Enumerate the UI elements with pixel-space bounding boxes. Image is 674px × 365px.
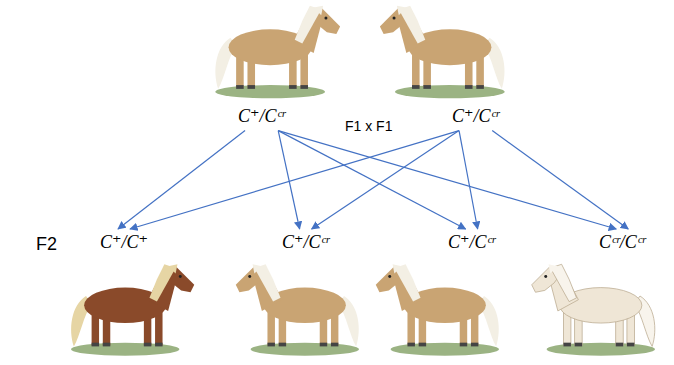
generation-label: F2 — [36, 234, 57, 256]
genotype-text: C⁺/C⁺ — [100, 232, 148, 254]
cross-arrow — [459, 131, 478, 229]
cross-arrow — [278, 131, 616, 229]
cross-arrow — [492, 131, 628, 229]
genotype-label: C⁺/C⁺ — [96, 230, 152, 256]
cremello-figure — [532, 264, 655, 355]
genotype-label: C⁺/Cᶜʳ — [278, 230, 333, 256]
genotype-text: C⁺/Cᶜʳ — [282, 232, 329, 254]
chestnut-foal — [71, 264, 194, 355]
cross-arrow — [278, 131, 465, 229]
palomino-parent — [215, 6, 340, 99]
genotype-label: C⁺/Cᶜʳ — [234, 104, 289, 130]
palomino-parent — [380, 6, 505, 99]
genotype-label: C⁺/Cᶜʳ — [448, 104, 503, 130]
cremello-foal — [532, 264, 655, 355]
genotype-label: C⁺/Cᶜʳ — [444, 230, 499, 256]
palomino-figure — [376, 264, 499, 355]
genotype-label: Cᶜʳ/Cᶜʳ — [595, 230, 649, 256]
palomino-foal — [376, 264, 499, 355]
cross-arrow — [130, 131, 459, 229]
palomino-foal — [236, 264, 359, 355]
genotype-text: C⁺/Cᶜʳ — [452, 106, 499, 128]
palomino-figure — [236, 264, 359, 355]
genotype-text: Cᶜʳ/Cᶜʳ — [599, 232, 645, 254]
palomino-figure — [380, 6, 505, 99]
cross-arrow — [118, 131, 245, 229]
genotype-text: C⁺/Cᶜʳ — [238, 106, 285, 128]
genotype-text: C⁺/Cᶜʳ — [448, 232, 495, 254]
cross-label: F1 x F1 — [345, 118, 392, 135]
cross-arrow — [312, 131, 459, 229]
